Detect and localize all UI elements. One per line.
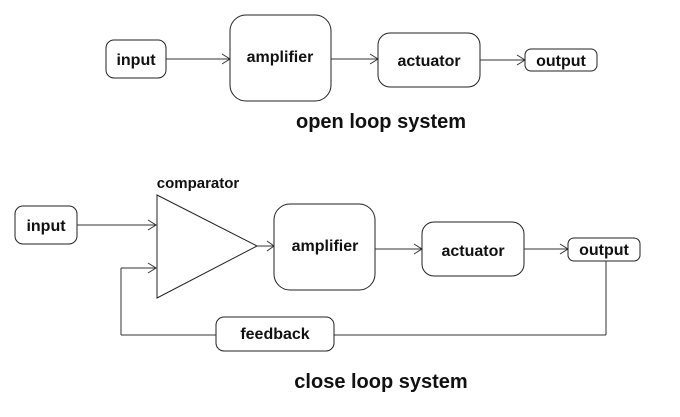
open-amplifier-label: amplifier [247,49,314,66]
comparator-triangle [156,194,259,299]
closed-loop-diagram: comparator input amplifier actuator outp… [14,175,641,393]
open-loop-diagram: input amplifier actuator output open loo… [105,14,598,133]
closed-input-label: input [26,218,66,235]
open-input-label: input [116,52,156,69]
closed-amplifier-label: amplifier [292,238,359,255]
closed-output-label: output [579,242,629,259]
feedback-block [215,316,335,352]
open-actuator-label: actuator [397,53,460,70]
comparator-label: comparator [157,175,240,192]
feedback-label: feedback [240,326,309,343]
open-amplifier-block [229,14,332,102]
open-output-label: output [536,53,586,70]
closed-arrowhead-comparator-input [147,219,157,231]
closed-arrowhead-comparator-feedback [147,262,157,274]
closed-actuator-label: actuator [441,243,504,260]
closed-output-block [567,237,641,262]
open-loop-caption: open loop system [296,111,466,133]
closed-amplifier-block [273,203,376,291]
open-output-block [524,48,598,72]
closed-loop-caption: close loop system [294,371,467,393]
